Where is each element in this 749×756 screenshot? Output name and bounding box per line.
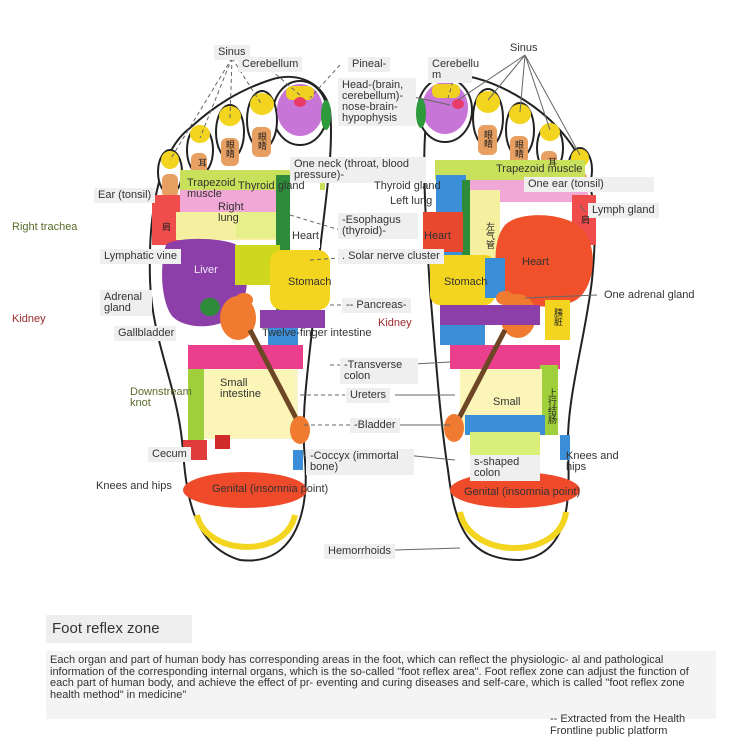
label-lymph-gland: Lymph gland: [588, 203, 659, 218]
label-s-shaped-colon: s-shaped colon: [470, 455, 540, 481]
label-cerebellum-left: Cerebellum: [238, 57, 302, 72]
label-pancreas: -- Pancreas-: [342, 298, 411, 313]
label-downstream-knot: Downstream knot: [130, 387, 198, 409]
label-small-intestine-left: Small intestine: [220, 378, 270, 400]
cn-label-ascending-colon: 上行结肠: [546, 388, 556, 424]
cn-label-shoulder-left: 肩: [160, 222, 170, 231]
cn-label-eye-left-2: 眼睛: [256, 132, 266, 150]
label-pineal: Pineal-: [348, 57, 390, 72]
label-bladder: -Bladder: [350, 418, 400, 433]
label-right-trachea: Right trachea: [12, 222, 77, 233]
cn-label-shoulder-right: 肩: [579, 215, 589, 224]
label-heart-right: Heart: [424, 231, 451, 242]
label-coccyx: -Coccyx (immortal bone): [306, 449, 414, 475]
cn-label-eye-right-2: 眼睛: [513, 140, 523, 158]
label-gallbladder: Gallbladder: [114, 326, 176, 341]
label-adrenal-right: One adrenal gland: [604, 290, 695, 301]
caption-title: Foot reflex zone: [46, 615, 192, 643]
label-hemorrhoids: Hemorrhoids: [324, 544, 395, 559]
cn-label-ear-left: 耳: [196, 158, 206, 167]
label-lymphatic-vine: Lymphatic vine: [100, 249, 181, 264]
label-thyroid-left: Thyroid gland: [238, 181, 305, 192]
label-trapezoid-left: Trapezoid muscle: [187, 178, 237, 200]
label-heart-left: Heart: [292, 231, 319, 242]
cn-label-eye-left-1: 眼睛: [224, 140, 234, 158]
label-kidney-right: Kidney: [378, 318, 412, 329]
label-genital-right: Genital (insomnia point): [464, 487, 580, 498]
label-adrenal-left: Adrenal gland: [100, 290, 152, 316]
cn-label-eye-right-1: 眼睛: [482, 130, 492, 148]
label-transverse-colon: -Transverse colon: [340, 358, 418, 384]
label-sinus-right: Sinus: [510, 43, 538, 54]
caption-description: Each organ and part of human body has co…: [46, 651, 716, 719]
label-ear-tonsil-left: Ear (tonsil): [94, 188, 155, 203]
cn-label-left-trachea: 左气管: [484, 222, 494, 249]
label-liver: Liver: [194, 265, 218, 276]
label-heart-big: Heart: [522, 257, 549, 268]
label-left-lung: Left lung: [390, 196, 432, 207]
label-ureters: Ureters: [346, 388, 390, 403]
label-knees-hips-left: Knees and hips: [96, 481, 172, 492]
label-small-right: Small: [493, 397, 521, 408]
label-twelve-finger: Twelve-finger intestine: [262, 328, 371, 339]
label-esophagus: -Esophagus (thyroid)-: [338, 213, 418, 239]
label-stomach-right: Stomach: [444, 277, 484, 288]
cn-label-pancreas: 胰脏: [552, 308, 562, 326]
caption-source: -- Extracted from the Health Frontline p…: [550, 714, 700, 737]
label-kidney-left: Kidney: [12, 314, 46, 325]
label-right-lung: Right lung: [218, 202, 248, 224]
label-cerebellum-right: Cerebellu m: [428, 57, 472, 83]
cn-label-ear-right: 耳: [546, 157, 556, 166]
label-genital-left: Genital (insomnia point): [212, 484, 328, 495]
label-cecum: Cecum: [148, 447, 191, 462]
label-head: Head-(brain, cerebellum)- nose-brain- hy…: [338, 78, 416, 126]
label-thyroid-right: Thyroid gland: [374, 181, 441, 192]
label-knees-hips-right: Knees and hips: [566, 451, 628, 473]
label-trapezoid-right: Trapezoid muscle: [496, 164, 582, 175]
label-solar-nerve: . Solar nerve cluster: [338, 249, 444, 264]
label-stomach-left: Stomach: [288, 277, 328, 288]
label-ear-tonsil-right: One ear (tonsil): [524, 177, 654, 192]
